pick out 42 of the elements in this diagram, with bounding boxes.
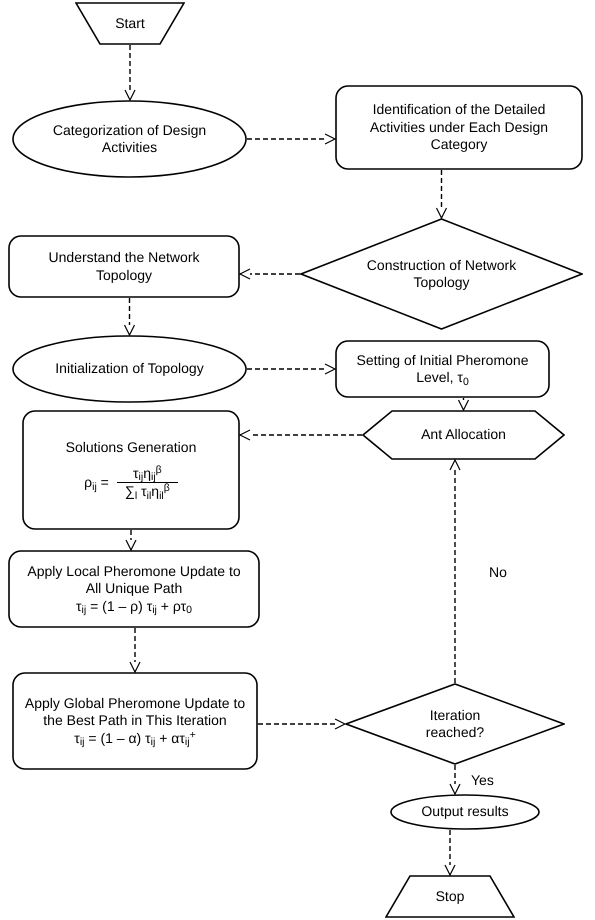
dashed-arrow xyxy=(124,298,136,336)
node-label: Start xyxy=(115,14,145,32)
node-label: Output results xyxy=(421,803,509,821)
node-label: Categorization of Design Activities xyxy=(52,122,208,156)
dashed-arrow xyxy=(449,459,461,683)
dashed-arrow xyxy=(239,268,300,280)
dashed-arrow xyxy=(458,398,470,411)
process-box xyxy=(22,410,240,530)
formula-text: ρ$_{ij}$ = xyxy=(84,474,109,492)
process-box xyxy=(8,235,240,298)
formula-text: τ$_{ij}$ = (1 – ρ) τ$_{ij}$ + ρτ$_{0}$ xyxy=(76,598,192,616)
node-label: Ant Allocation xyxy=(421,426,506,444)
node-label: Iteration reached? xyxy=(424,706,486,742)
dashed-arrow xyxy=(258,718,346,730)
dashed-arrow xyxy=(239,429,362,441)
node-label: Construction of Network Topology xyxy=(366,256,518,292)
process-box xyxy=(8,550,260,628)
terminal-trapezoid xyxy=(75,2,185,45)
dashed-arrow xyxy=(436,170,448,219)
dashed-arrow xyxy=(449,765,461,795)
process-ellipse xyxy=(12,335,247,403)
dashed-arrow xyxy=(247,363,336,375)
dashed-arrow xyxy=(124,45,136,101)
process-box xyxy=(12,672,258,770)
process-ellipse xyxy=(12,100,247,178)
node-label: Solutions Generation xyxy=(66,439,196,457)
process-box xyxy=(335,340,550,398)
node-label: Setting of Initial Pheromone Level, τ$_{0}$ xyxy=(356,352,530,386)
preparation-hexagon xyxy=(362,410,565,460)
dashed-arrow xyxy=(444,830,456,876)
process-box xyxy=(335,85,583,170)
dashed-arrow xyxy=(129,628,141,673)
dashed-arrow xyxy=(247,133,336,145)
decision-diamond xyxy=(345,683,565,765)
node-label: Initialization of Topology xyxy=(55,360,204,378)
dashed-arrow xyxy=(125,530,137,551)
process-ellipse xyxy=(390,794,540,830)
node-label: Identification of the Detailed Activities under Each Design Category xyxy=(368,101,550,154)
node-label: Stop xyxy=(436,888,464,906)
terminal-trapezoid xyxy=(385,875,515,918)
node-label: Understand the Network Topology xyxy=(48,249,200,284)
decision-diamond xyxy=(300,218,583,330)
